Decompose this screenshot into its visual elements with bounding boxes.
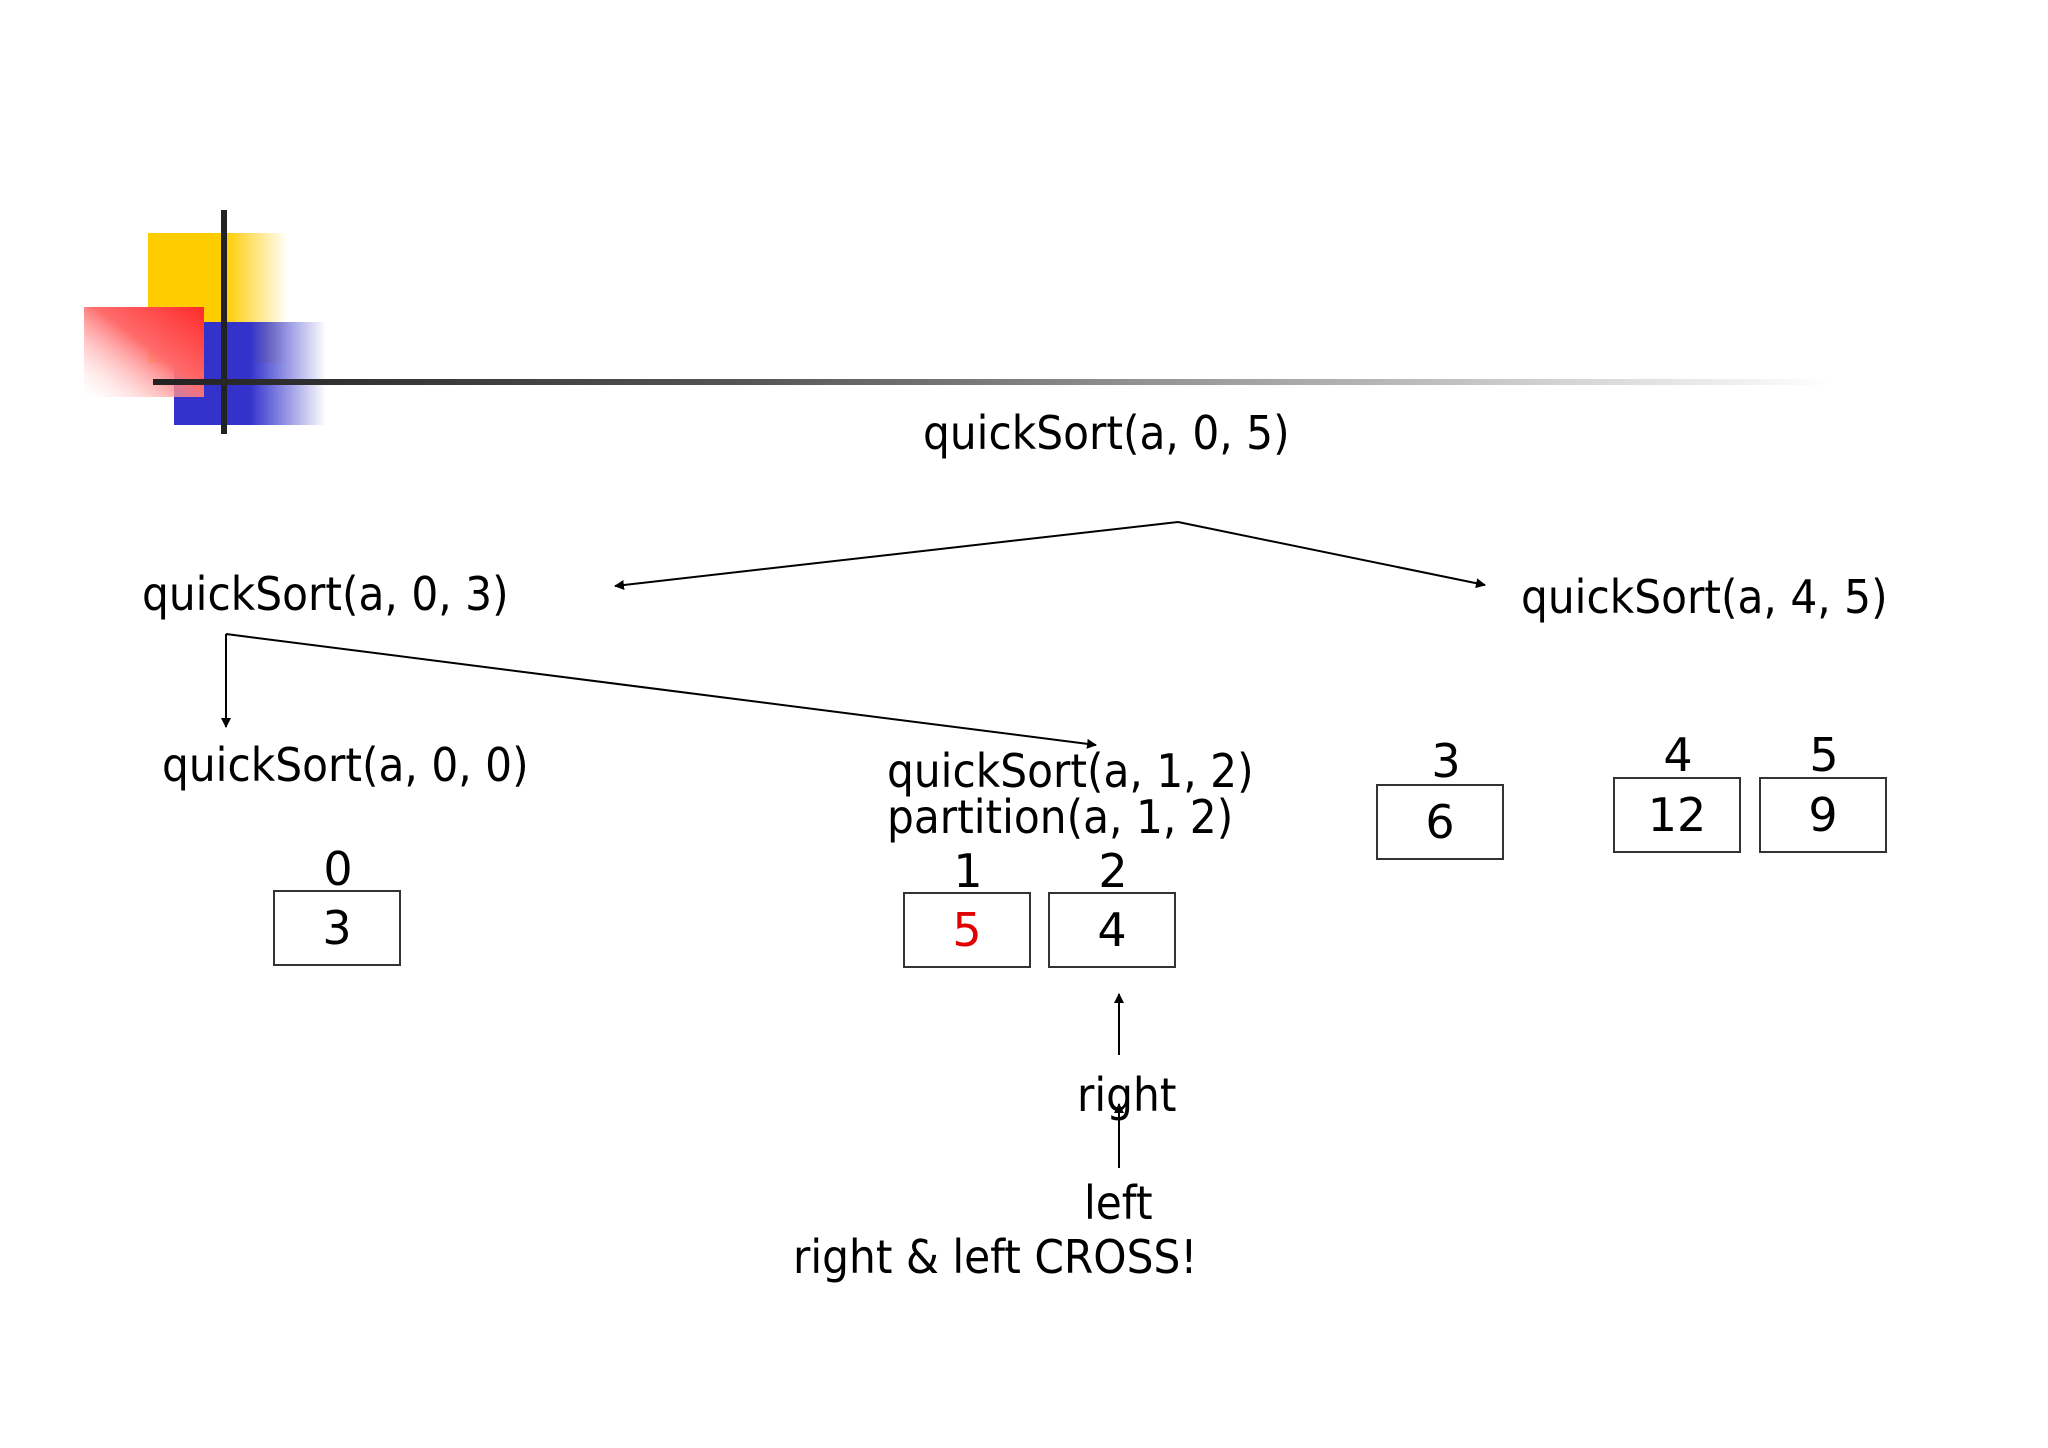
- header-rule: [153, 379, 1833, 385]
- array-cell: 12: [1613, 777, 1741, 853]
- call-right: quickSort(a, 4, 5): [1521, 570, 1888, 624]
- array-index: 0: [323, 842, 353, 896]
- array-index: 5: [1809, 728, 1839, 782]
- array-index: 1: [953, 844, 983, 898]
- array-cell: 4: [1048, 892, 1176, 968]
- arrow-root-to-right: [1177, 521, 1486, 589]
- array-cell: 6: [1376, 784, 1504, 860]
- deco-vertical-line: [221, 210, 227, 434]
- call-partition: partition(a, 1, 2): [887, 790, 1234, 844]
- call-root: quickSort(a, 0, 5): [923, 406, 1290, 460]
- pointer-right-label: right: [1077, 1068, 1177, 1122]
- array-index: 4: [1663, 728, 1693, 782]
- arrow-root-to-left: [614, 521, 1179, 590]
- array-cell: 9: [1759, 777, 1887, 853]
- array-cell: 3: [273, 890, 401, 966]
- array-cell-pivot: 5: [903, 892, 1031, 968]
- pointer-left-label: left: [1084, 1176, 1153, 1230]
- call-left-right: quickSort(a, 1, 2): [887, 744, 1254, 798]
- array-index: 3: [1431, 734, 1461, 788]
- arrow-left-to-left-right: [225, 633, 1097, 749]
- array-index: 2: [1098, 844, 1128, 898]
- cross-message: right & left CROSS!: [793, 1230, 1198, 1284]
- call-left: quickSort(a, 0, 3): [142, 567, 509, 621]
- call-left-left: quickSort(a, 0, 0): [162, 738, 529, 792]
